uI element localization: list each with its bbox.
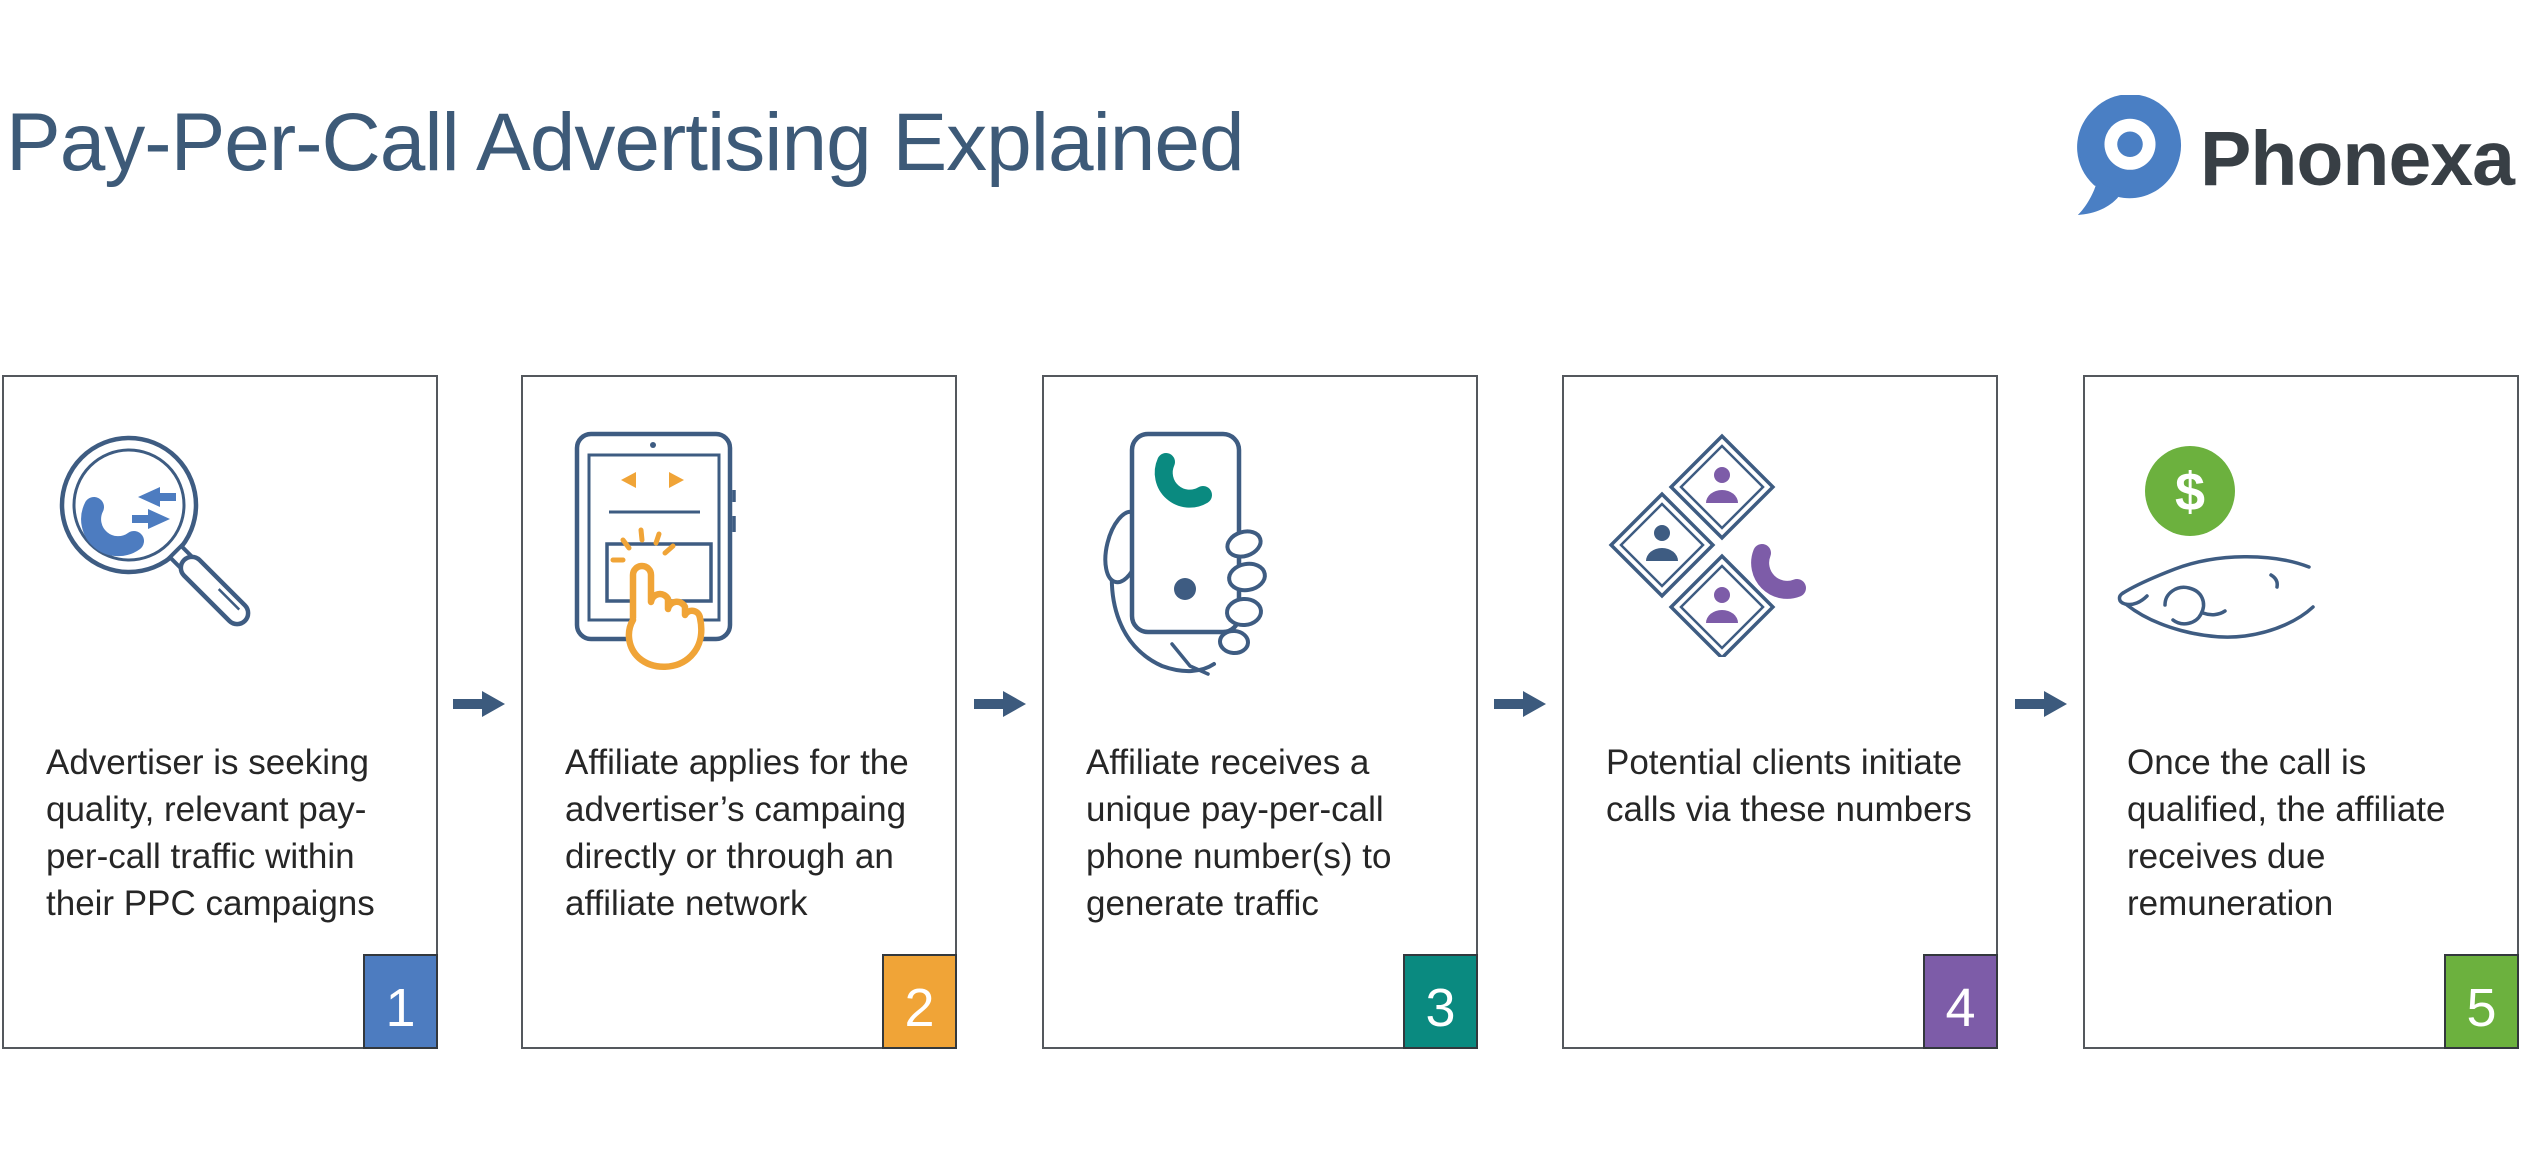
step-card-4: Potential clients initiate calls via the…: [1562, 375, 1998, 1049]
clients-calling-icon: [1594, 427, 1824, 662]
step-badge-1: 1: [363, 954, 438, 1049]
step-badge-5: 5: [2444, 954, 2519, 1049]
step-description: Potential clients initiate calls via the…: [1606, 743, 1972, 829]
step-card-2: Affiliate applies for the advertiser’s c…: [521, 375, 957, 1049]
brand-logo: Phonexa ®: [2076, 93, 2521, 224]
svg-text:$: $: [2175, 462, 2205, 522]
right-arrow-icon: [453, 688, 505, 720]
right-arrow-icon: [1494, 688, 1546, 720]
magnifier-call-icon: [56, 435, 276, 660]
phonexa-bubble-pin-icon: [2076, 93, 2184, 224]
step-description: Once the call is qualified, the affiliat…: [2127, 743, 2446, 923]
step-card-3: Affiliate receives a unique pay-per-call…: [1042, 375, 1478, 1049]
step-description: Affiliate receives a unique pay-per-call…: [1086, 743, 1392, 923]
step-card-5: $ Once the call is qualified, the affili…: [2083, 375, 2519, 1049]
step-badge-4: 4: [1923, 954, 1998, 1049]
step-badge-3: 3: [1403, 954, 1478, 1049]
right-arrow-icon: [2015, 688, 2067, 720]
payout-hand-icon: $: [2113, 437, 2353, 672]
step-description: Advertiser is seeking quality, relevant …: [46, 743, 375, 923]
tablet-tap-icon: [563, 422, 793, 687]
phone-in-hand-icon: [1084, 422, 1314, 687]
step-badge-2: 2: [882, 954, 957, 1049]
brand-name: Phonexa: [2200, 115, 2515, 202]
step-card-1: Advertiser is seeking quality, relevant …: [2, 375, 438, 1049]
right-arrow-icon: [974, 688, 1026, 720]
step-description: Affiliate applies for the advertiser’s c…: [565, 743, 909, 923]
page-title: Pay-Per-Call Advertising Explained: [6, 97, 1245, 188]
